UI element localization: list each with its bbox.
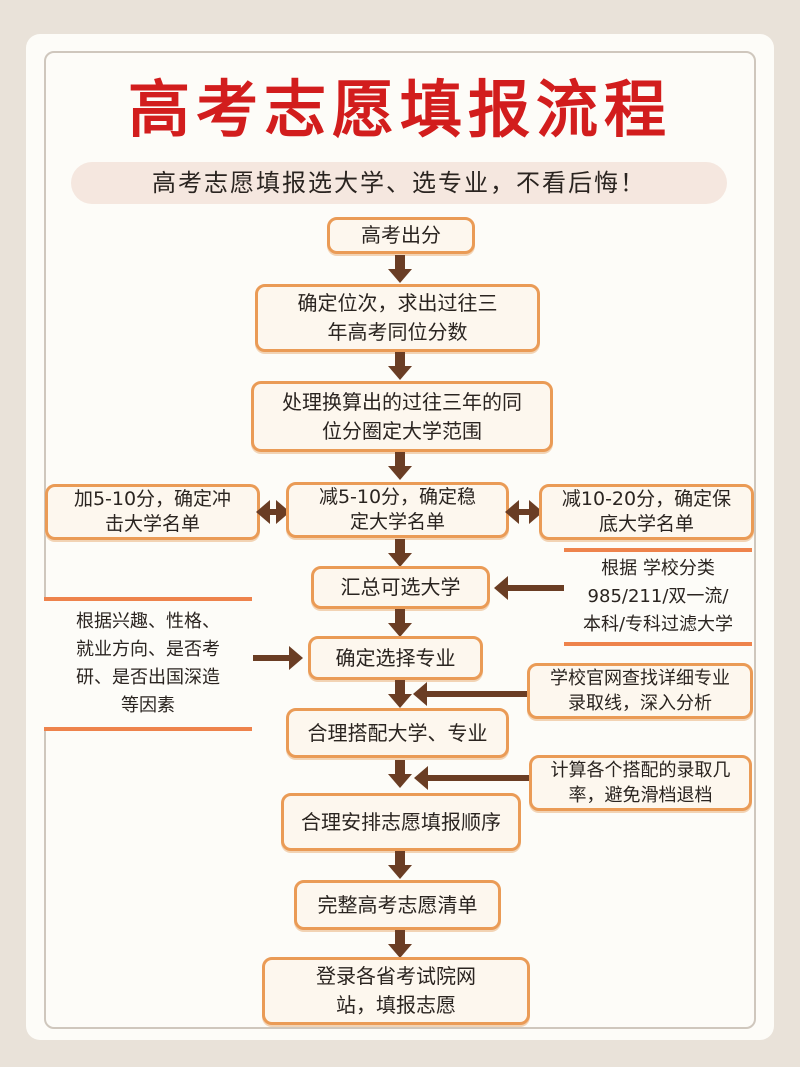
page-subtitle: 高考志愿填报选大学、选专业，不看后悔！	[71, 162, 727, 204]
box-reach-list: 加5-10分，确定冲 击大学名单	[45, 484, 260, 540]
step-complete-label: 完整高考志愿清单	[317, 892, 478, 917]
note-probability: 计算各个搭配的录取几 率，避免滑档退档	[529, 755, 752, 811]
step-choose-major: 确定选择专业	[308, 636, 483, 680]
note-interest-line3: 研、是否出国深造	[76, 667, 220, 688]
step-determine-rank: 确定位次，求出过往三 年高考同位分数	[255, 284, 540, 352]
step-define-range-line1: 处理换算出的过往三年的同	[282, 389, 522, 414]
box-safe-line2: 底大学名单	[598, 513, 694, 535]
note-interest-line4: 等因素	[121, 695, 175, 716]
step-match-college-major: 合理搭配大学、专业	[286, 708, 509, 758]
arrow-down-1	[388, 255, 412, 285]
arrow-from-official-note	[413, 682, 528, 706]
arrow-down-8	[388, 851, 412, 881]
box-reach-line1: 加5-10分，确定冲	[73, 488, 232, 510]
page-title: 高考志愿填报流程	[127, 73, 672, 146]
step-stable-line1: 减5-10分，确定稳	[318, 486, 477, 508]
arrow-down-7	[388, 760, 412, 790]
step-score-release: 高考出分	[327, 217, 475, 254]
note-classify-line1: 根据 学校分类	[601, 558, 715, 579]
arrow-from-interest-note	[253, 646, 303, 670]
arrow-from-classify-note	[494, 576, 564, 600]
step-arrange-label: 合理安排志愿填报顺序	[301, 809, 501, 834]
note-classify-line2: 985/211/双一流/	[587, 586, 729, 607]
step-summarize-colleges: 汇总可选大学	[311, 566, 490, 609]
step-determine-rank-line1: 确定位次，求出过往三	[297, 291, 498, 315]
note-interest-line1: 根据兴趣、性格、	[76, 611, 220, 632]
step-score-release-label: 高考出分	[361, 223, 441, 247]
double-arrow-right	[505, 500, 543, 524]
step-summarize-label: 汇总可选大学	[340, 575, 461, 599]
note-interest-line2: 就业方向、是否考	[76, 639, 220, 660]
note-probability-line1: 计算各个搭配的录取几	[550, 760, 731, 781]
box-safe-list: 减10-20分，确定保 底大学名单	[539, 484, 754, 540]
step-submit-online: 登录各省考试院网 站，填报志愿	[262, 957, 530, 1025]
note-classify-line3: 本科/专科过滤大学	[582, 614, 734, 635]
arrow-down-9	[388, 930, 412, 960]
arrow-down-3	[388, 452, 412, 482]
arrow-down-2	[388, 352, 412, 382]
step-choose-major-label: 确定选择专业	[335, 645, 456, 670]
step-determine-rank-line2: 年高考同位分数	[327, 320, 468, 344]
arrow-down-4	[388, 539, 412, 569]
box-reach-line2: 击大学名单	[104, 513, 200, 535]
arrow-from-probability-note	[414, 766, 529, 790]
note-official-site: 学校官网查找详细专业 录取线，深入分析	[527, 663, 753, 719]
step-submit-line2: 站，填报志愿	[336, 993, 456, 1017]
arrow-down-6	[388, 680, 412, 710]
step-arrange-order: 合理安排志愿填报顺序	[281, 793, 521, 851]
step-submit-line1: 登录各省考试院网	[316, 964, 476, 988]
step-stable-line2: 定大学名单	[349, 511, 445, 533]
box-safe-line1: 减10-20分，确定保	[561, 488, 732, 510]
note-official-line2: 录取线，深入分析	[568, 693, 712, 714]
note-interest-factors: 根据兴趣、性格、 就业方向、是否考 研、是否出国深造 等因素	[44, 597, 252, 731]
step-match-label: 合理搭配大学、专业	[307, 720, 488, 745]
step-complete-list: 完整高考志愿清单	[294, 880, 501, 930]
double-arrow-left	[256, 500, 290, 524]
arrow-down-5	[388, 609, 412, 639]
step-define-range-line2: 位分圈定大学范围	[322, 418, 482, 443]
note-official-line1: 学校官网查找详细专业	[550, 668, 730, 689]
note-college-classify: 根据 学校分类 985/211/双一流/ 本科/专科过滤大学	[564, 548, 752, 646]
note-probability-line2: 率，避免滑档退档	[568, 785, 713, 806]
poster-frame	[44, 51, 756, 1029]
step-define-range: 处理换算出的过往三年的同 位分圈定大学范围	[251, 381, 553, 452]
step-stable-list: 减5-10分，确定稳 定大学名单	[286, 482, 509, 538]
